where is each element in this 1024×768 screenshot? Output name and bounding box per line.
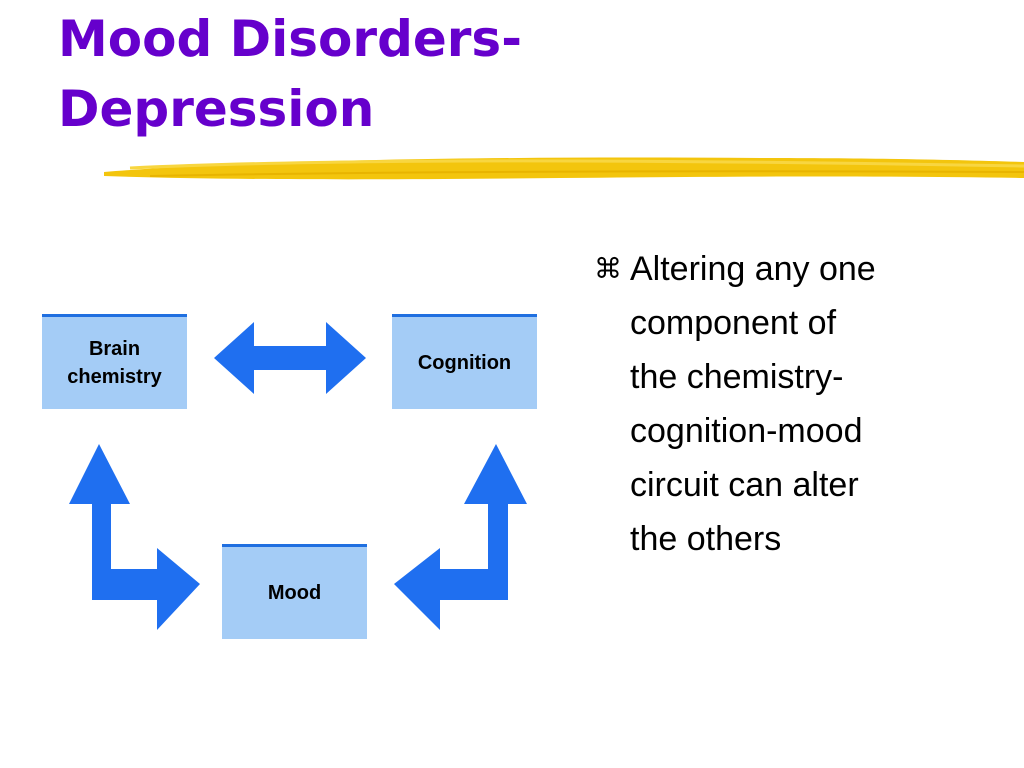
bullet-line-1: Altering any one xyxy=(630,250,876,288)
cognition-label: Cognition xyxy=(417,352,512,374)
bullet-line-6: the others xyxy=(630,520,782,558)
brain-chemistry-box: Brain chemistry xyxy=(42,314,187,409)
title-line-1: Mood Disorders- xyxy=(58,10,522,68)
bullet-line-4: cognition-mood xyxy=(630,412,863,450)
bullet-line-5: circuit can alter xyxy=(630,466,859,504)
bullet-line-2: component of xyxy=(630,304,837,342)
double-arrow-icon xyxy=(214,322,366,394)
title-underline-stroke xyxy=(104,157,1024,180)
mood-label: Mood xyxy=(267,582,322,604)
cognition-box: Cognition xyxy=(392,314,537,409)
bullet-lines: Altering any one component of the chemis… xyxy=(630,242,876,566)
mood-box: Mood xyxy=(222,544,367,639)
left-l-arrow-icon xyxy=(69,444,200,630)
right-l-arrow-icon xyxy=(394,444,527,630)
command-bullet-icon: ⌘ xyxy=(594,252,622,285)
title-line-2: Depression xyxy=(58,80,375,138)
bullet-line-3: the chemistry- xyxy=(630,358,844,396)
slide-title: Mood Disorders- Depression xyxy=(58,4,958,144)
brain-chemistry-label: Brain chemistry xyxy=(67,338,162,388)
